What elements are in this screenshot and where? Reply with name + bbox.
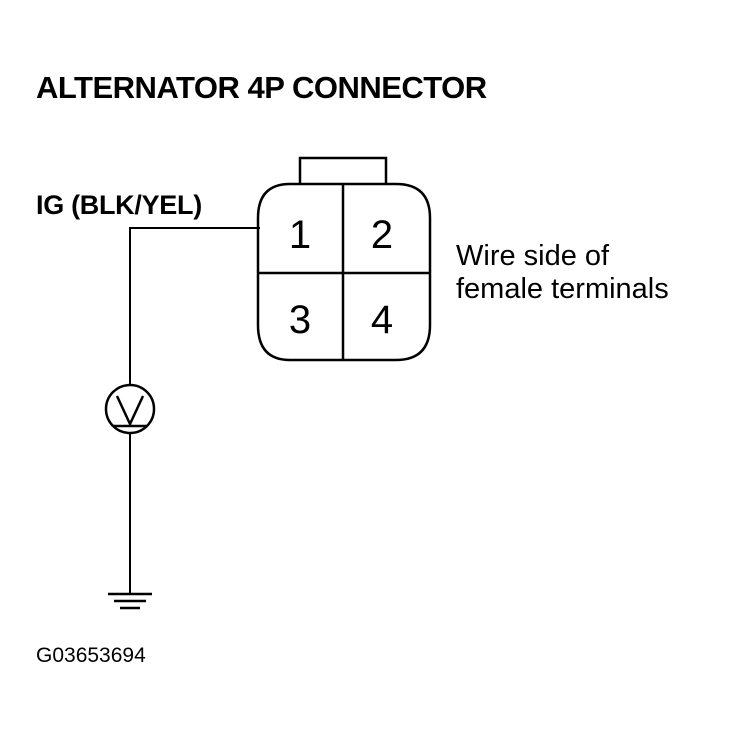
ground-icon xyxy=(108,592,152,610)
voltmeter-icon xyxy=(104,383,156,435)
connector-side-note: Wire side of female terminals xyxy=(456,240,669,306)
side-note-line-2: female terminals xyxy=(456,273,669,305)
connector-latch xyxy=(298,156,388,184)
wire-ig xyxy=(129,227,260,385)
figure-id: G03653694 xyxy=(36,644,146,667)
terminal-1: 1 xyxy=(289,213,311,257)
diagram-title: ALTERNATOR 4P CONNECTOR xyxy=(36,70,487,105)
connector-4p xyxy=(256,156,432,362)
terminal-3: 3 xyxy=(289,298,311,342)
connector-body xyxy=(256,182,432,362)
terminal-4: 4 xyxy=(371,298,393,342)
terminal-2: 2 xyxy=(371,213,393,257)
wire-label-ig: IG (BLK/YEL) xyxy=(36,190,202,220)
side-note-line-1: Wire side of xyxy=(456,240,610,272)
